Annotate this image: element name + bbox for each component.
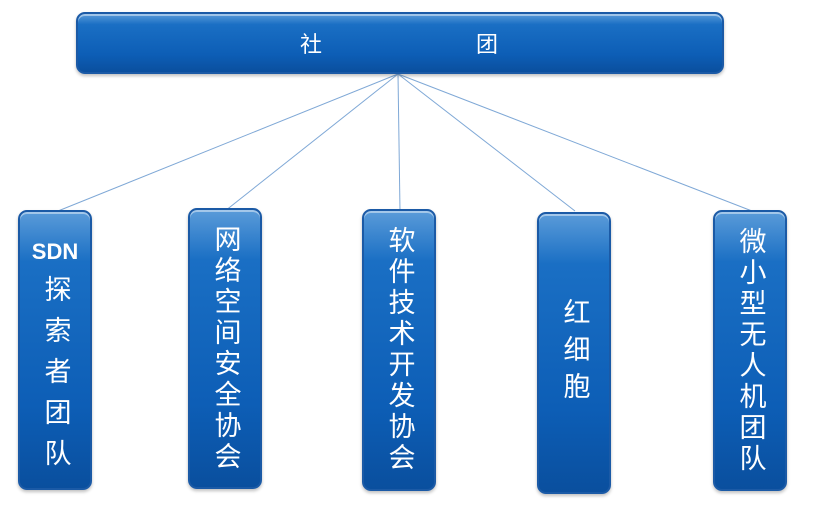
child-node-label: 探索者团队 <box>39 274 71 480</box>
child-node-label: 软件技术开发协会 <box>383 226 415 474</box>
root-label-char-2: 团 <box>475 33 500 58</box>
child-node-red-cell: 红细胞 <box>537 212 611 494</box>
child-node-uav-team: 微小型无人机团队 <box>713 210 787 491</box>
child-node-software-dev: 软件技术开发协会 <box>362 209 436 491</box>
connector-line <box>397 73 576 212</box>
connector-line <box>397 73 401 212</box>
root-node: 社 团 <box>76 12 724 74</box>
connector-line <box>397 73 753 212</box>
connector-line <box>224 73 399 212</box>
child-node-cyber-security: 网络空间安全协会 <box>188 208 262 489</box>
root-label-char-1: 社 <box>300 33 325 58</box>
child-node-sdn: SDN 探索者团队 <box>18 210 92 490</box>
child-node-label: 微小型无人机团队 <box>734 226 766 475</box>
child-node-abbr: SDN <box>31 238 79 264</box>
child-node-label: 网络空间安全协会 <box>209 224 241 473</box>
child-node-label: 红细胞 <box>558 297 590 409</box>
connector-line <box>57 73 399 212</box>
